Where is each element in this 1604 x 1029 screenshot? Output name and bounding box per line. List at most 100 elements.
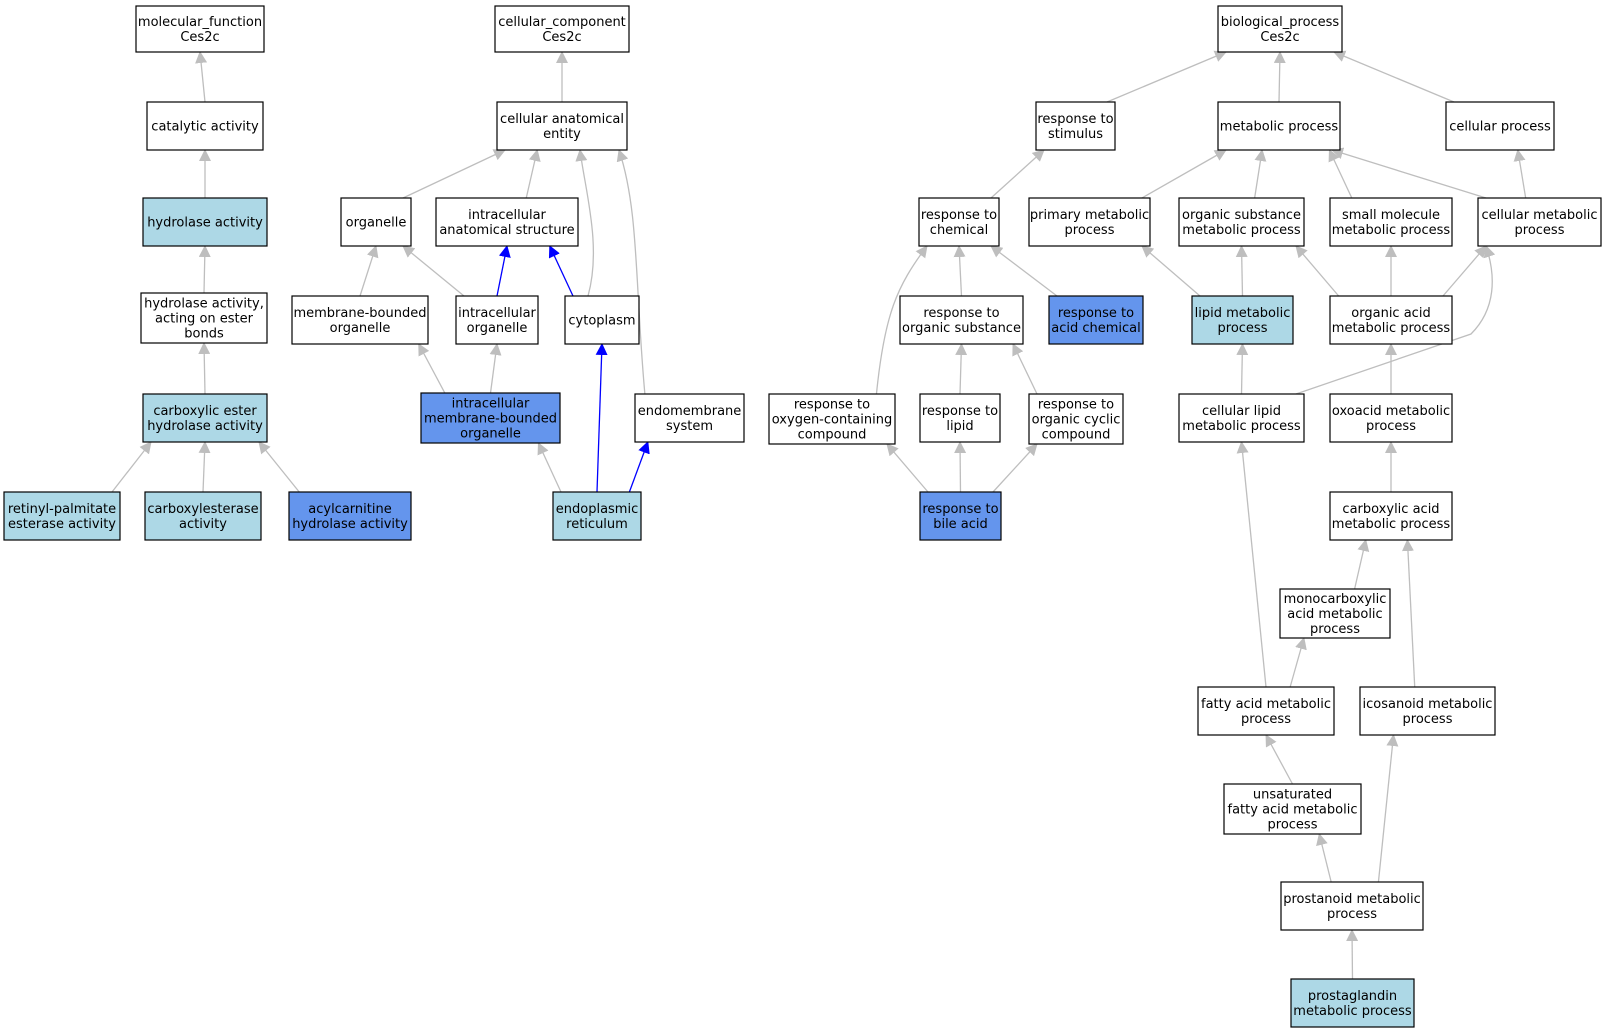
node-box: [552, 491, 642, 541]
node-cyto[interactable]: cytoplasm: [564, 295, 640, 345]
edge-organelle-to-cae: [402, 149, 506, 199]
node-label-line: bile acid: [933, 517, 988, 532]
edge-carboxylesterase-to-carbest: [198, 441, 211, 493]
edge-rbile-to-roxy: [886, 443, 929, 493]
node-label-line: organelle: [467, 321, 528, 336]
node-label-line: process: [1065, 223, 1115, 238]
node-label-line: cellular_component: [498, 15, 626, 30]
node-label-line: process: [1218, 321, 1268, 336]
node-label-line: anatomical structure: [439, 223, 574, 238]
node-box: [1329, 295, 1453, 345]
node-label-line: cellular lipid: [1202, 404, 1281, 419]
edge-carbest-to-hydest: [198, 342, 211, 395]
node-label-line: acid chemical: [1051, 321, 1141, 336]
node-label-line: Ces2c: [542, 30, 581, 45]
node-label-line: response to: [1037, 112, 1113, 127]
node-label-line: response to: [1058, 306, 1134, 321]
node-box: [1329, 197, 1453, 247]
node-label-line: response to: [1038, 398, 1114, 413]
node-label-line: hydrolase activity: [147, 216, 263, 231]
edge-rlipid-to-rorg: [955, 343, 968, 395]
edge-rbile-to-rlipid: [954, 441, 967, 493]
node-box: [564, 295, 640, 345]
node-label-line: organic substance: [902, 321, 1021, 336]
node-label-line: intracellular: [458, 306, 536, 321]
node-label-line: Ces2c: [1260, 30, 1299, 45]
edge-endo-to-cae: [616, 149, 646, 395]
node-label-line: organelle: [460, 427, 521, 442]
node-label-line: prostaglandin: [1308, 989, 1397, 1004]
node-label-line: fatty acid metabolic: [1201, 697, 1331, 712]
node-cat[interactable]: catalytic activity: [146, 101, 264, 151]
node-metab[interactable]: metabolic process: [1217, 101, 1341, 151]
node-label-line: membrane-bounded: [424, 412, 557, 427]
node-label-line: lipid: [946, 419, 973, 434]
node-box: [1329, 393, 1453, 443]
edge-rchem-to-rstim: [990, 149, 1045, 199]
node-label-line: metabolic process: [1332, 517, 1451, 532]
edge-rstim-to-bp: [1106, 50, 1227, 103]
node-label-line: endoplasmic: [556, 502, 638, 517]
node-label-line: molecular_function: [138, 15, 262, 30]
edge-cellmet-to-cellp: [1513, 149, 1527, 199]
node-cellp[interactable]: cellular process: [1445, 101, 1555, 151]
node-box: [1217, 5, 1343, 53]
node-hyd[interactable]: hydrolase activity: [142, 197, 268, 247]
node-box: [1217, 101, 1341, 151]
edge-imbo-to-mbo: [418, 343, 446, 394]
edge-cyto-to-ias: [548, 245, 574, 297]
node-label-line: primary metabolic: [1030, 208, 1149, 223]
node-label-line: organelle: [346, 216, 407, 231]
node-box: [340, 197, 412, 247]
node-box: [768, 393, 896, 445]
node-box: [496, 101, 628, 151]
node-organelle[interactable]: organelle: [340, 197, 412, 247]
edge-mbo-to-organelle: [359, 245, 379, 297]
node-box: [420, 392, 561, 444]
edge-prosta-to-prostanoid: [1346, 929, 1359, 980]
edge-rorg-to-rchem: [953, 245, 966, 297]
node-label-line: hydrolase activity: [147, 419, 263, 434]
node-label-line: bonds: [184, 327, 224, 342]
